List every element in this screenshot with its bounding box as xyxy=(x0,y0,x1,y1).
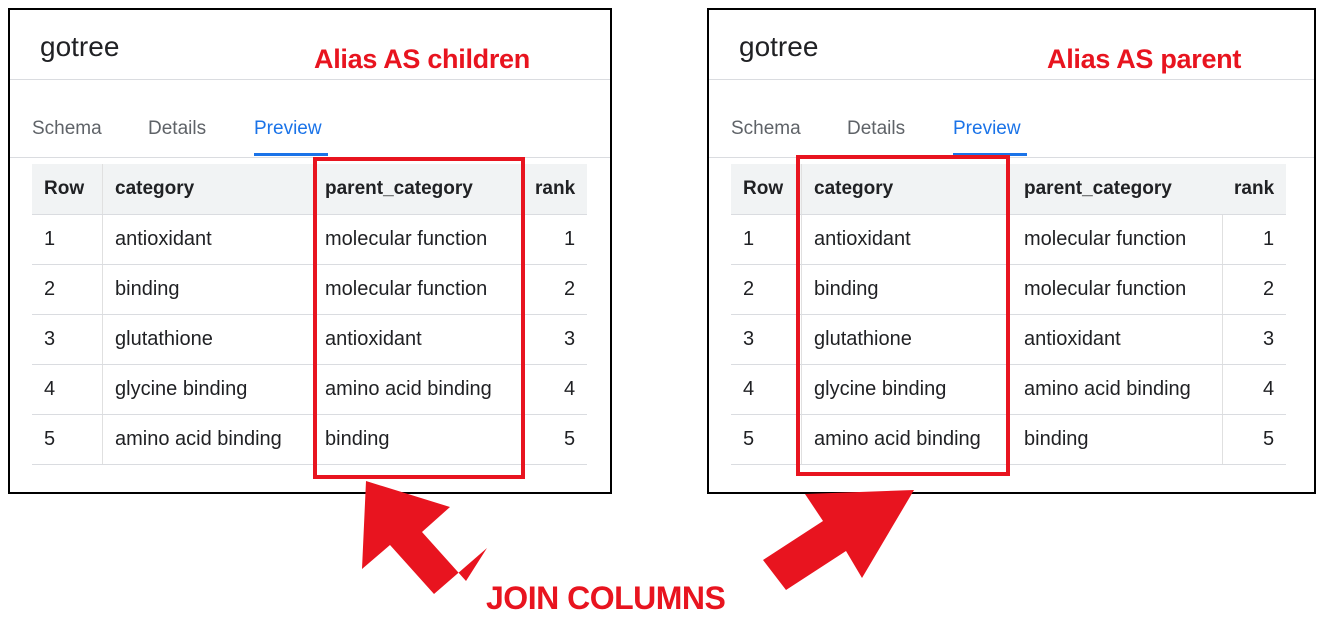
divider xyxy=(10,79,610,80)
divider xyxy=(10,157,610,158)
cell-category: amino acid binding xyxy=(801,414,1012,465)
cell-rank: 1 xyxy=(522,214,588,265)
divider xyxy=(709,157,1314,158)
cell-rank: 2 xyxy=(1221,264,1287,315)
row-number: 1 xyxy=(731,214,802,265)
table-row: 3 glutathione antioxidant 3 xyxy=(731,314,1287,365)
table-row: 4 glycine binding amino acid binding 4 xyxy=(731,364,1287,415)
row-number: 5 xyxy=(32,414,103,465)
tab-details[interactable]: Details xyxy=(847,118,906,139)
cell-rank: 4 xyxy=(1221,364,1287,415)
column-header-rank[interactable]: rank xyxy=(523,164,588,215)
alias-label: Alias AS children xyxy=(314,44,530,74)
arrow-right-icon xyxy=(763,490,914,590)
tab-preview[interactable]: Preview xyxy=(254,118,322,139)
row-number: 5 xyxy=(731,414,802,465)
tab-details[interactable]: Details xyxy=(148,118,207,139)
cell-parent-category: amino acid binding xyxy=(1012,364,1222,415)
cell-parent-category: molecular function xyxy=(1012,264,1222,315)
cell-rank: 1 xyxy=(1221,214,1287,265)
tab-preview[interactable]: Preview xyxy=(953,118,1021,139)
table-header-row: Row category parent_category rank xyxy=(32,164,588,215)
column-header-rank[interactable]: rank xyxy=(1222,164,1287,215)
cell-rank: 5 xyxy=(1221,414,1287,465)
cell-parent-category: binding xyxy=(313,414,523,465)
column-header-parent-category[interactable]: parent_category xyxy=(1012,164,1222,215)
table-header-row: Row category parent_category rank xyxy=(731,164,1287,215)
table-row: 4 glycine binding amino acid binding 4 xyxy=(32,364,588,415)
table-panel-children: gotree Alias AS children Schema Details … xyxy=(8,8,612,494)
cell-category: glutathione xyxy=(801,314,1012,365)
cell-category: binding xyxy=(102,264,313,315)
cell-rank: 5 xyxy=(522,414,588,465)
tab-schema[interactable]: Schema xyxy=(32,118,102,139)
cell-category: binding xyxy=(801,264,1012,315)
table-row: 5 amino acid binding binding 5 xyxy=(731,414,1287,465)
active-tab-indicator xyxy=(953,153,1027,156)
column-header-category[interactable]: category xyxy=(801,164,1012,215)
alias-label: Alias AS parent xyxy=(1047,44,1242,74)
table-row: 3 glutathione antioxidant 3 xyxy=(32,314,588,365)
cell-category: antioxidant xyxy=(801,214,1012,265)
cell-category: glutathione xyxy=(102,314,313,365)
table-row: 2 binding molecular function 2 xyxy=(32,264,588,315)
preview-table: Row category parent_category rank 1 anti… xyxy=(731,164,1287,465)
panel-title: gotree xyxy=(40,31,120,62)
cell-rank: 3 xyxy=(1221,314,1287,365)
column-header-category[interactable]: category xyxy=(102,164,313,215)
cell-parent-category: antioxidant xyxy=(313,314,523,365)
column-header-row[interactable]: Row xyxy=(32,164,103,215)
join-columns-label: JOIN COLUMNS xyxy=(486,580,726,616)
row-number: 4 xyxy=(32,364,103,415)
row-number: 3 xyxy=(32,314,103,365)
divider xyxy=(709,79,1314,80)
cell-category: glycine binding xyxy=(801,364,1012,415)
table-row: 2 binding molecular function 2 xyxy=(731,264,1287,315)
row-number: 2 xyxy=(731,264,802,315)
cell-parent-category: molecular function xyxy=(313,214,523,265)
arrow-left-icon xyxy=(362,481,487,594)
cell-rank: 2 xyxy=(522,264,588,315)
column-header-parent-category[interactable]: parent_category xyxy=(313,164,523,215)
cell-parent-category: amino acid binding xyxy=(313,364,523,415)
table-row: 5 amino acid binding binding 5 xyxy=(32,414,588,465)
active-tab-indicator xyxy=(254,153,328,156)
join-column-highlight-right xyxy=(796,155,1010,476)
panel-title: gotree xyxy=(739,31,819,62)
table-row: 1 antioxidant molecular function 1 xyxy=(731,214,1287,265)
cell-category: antioxidant xyxy=(102,214,313,265)
row-number: 4 xyxy=(731,364,802,415)
row-number: 2 xyxy=(32,264,103,315)
cell-parent-category: binding xyxy=(1012,414,1222,465)
row-number: 3 xyxy=(731,314,802,365)
row-number: 1 xyxy=(32,214,103,265)
table-row: 1 antioxidant molecular function 1 xyxy=(32,214,588,265)
cell-category: glycine binding xyxy=(102,364,313,415)
table-panel-parent: gotree Alias AS parent Schema Details Pr… xyxy=(707,8,1316,494)
cell-parent-category: molecular function xyxy=(313,264,523,315)
cell-parent-category: antioxidant xyxy=(1012,314,1222,365)
preview-table: Row category parent_category rank 1 anti… xyxy=(32,164,588,465)
column-header-row[interactable]: Row xyxy=(731,164,802,215)
cell-rank: 4 xyxy=(522,364,588,415)
cell-rank: 3 xyxy=(522,314,588,365)
tab-schema[interactable]: Schema xyxy=(731,118,801,139)
cell-category: amino acid binding xyxy=(102,414,313,465)
join-column-highlight-left xyxy=(313,157,525,479)
cell-parent-category: molecular function xyxy=(1012,214,1222,265)
